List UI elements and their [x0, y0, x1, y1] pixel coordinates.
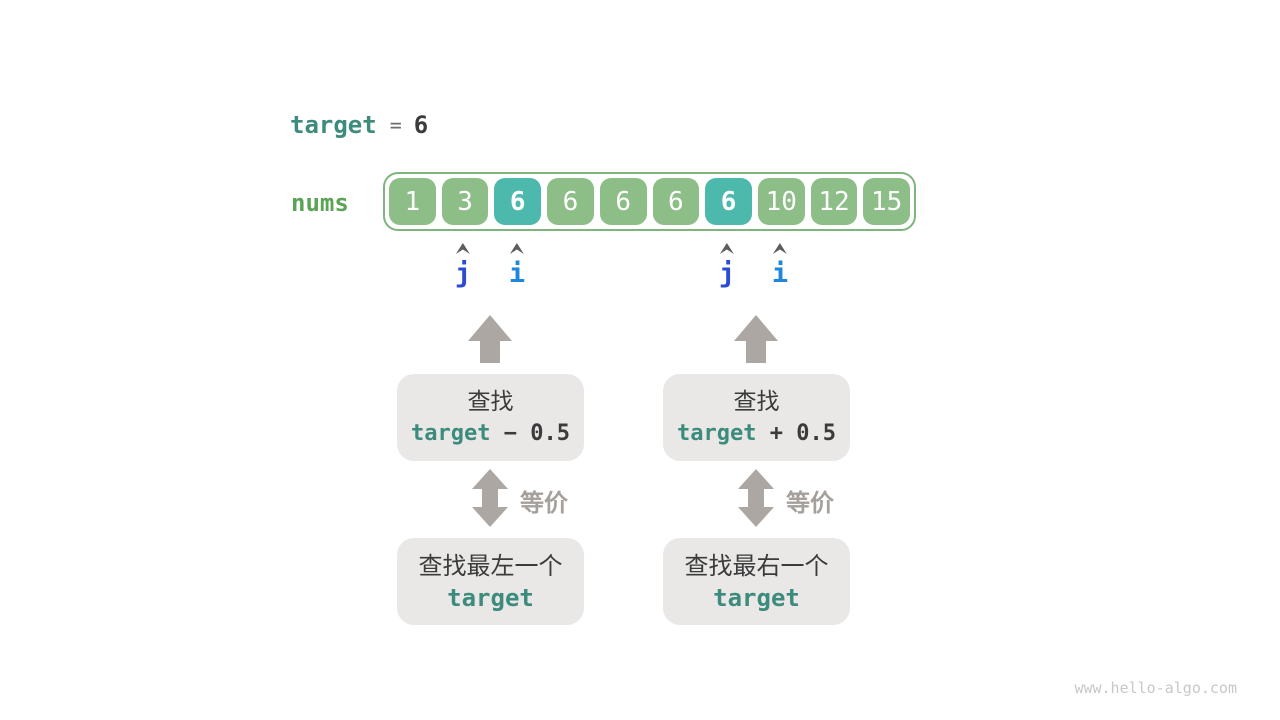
double-arrow-icon — [738, 469, 774, 527]
result-code: target — [713, 585, 800, 611]
search-expression: target + 0.5 — [677, 421, 836, 447]
array-cell: 6 — [705, 178, 752, 225]
watermark: www.hello-algo.com — [1074, 679, 1237, 697]
array-cell: 6 — [547, 178, 594, 225]
pointer-label-i: i — [508, 258, 526, 289]
pointer-i-left: i — [509, 243, 525, 289]
array-cell: 6 — [494, 178, 542, 225]
search-text: 查找 — [733, 388, 780, 415]
array-cell: 12 — [810, 178, 858, 225]
pointer-j-left: j — [455, 243, 471, 289]
equivalence-label-right: 等价 — [786, 489, 834, 517]
target-keyword: target — [411, 420, 491, 446]
target-keyword: target — [290, 111, 377, 139]
up-arrow-icon — [468, 315, 512, 363]
pointer-label-i: i — [771, 258, 789, 289]
array-cell: 15 — [863, 178, 911, 225]
target-declaration: target = 6 — [290, 110, 428, 140]
caret-up-icon — [772, 243, 787, 254]
pointer-j-right: j — [719, 243, 735, 289]
caret-up-icon — [455, 243, 470, 254]
double-arrow-icon — [472, 469, 508, 527]
target-keyword: target — [713, 583, 800, 612]
result-text: 查找最左一个 — [418, 551, 563, 580]
target-keyword: target — [677, 420, 757, 446]
array-cell: 1 — [389, 178, 436, 225]
result-code: target — [447, 585, 534, 611]
equivalence-label-left: 等价 — [520, 489, 568, 517]
pointer-label-j: j — [454, 258, 472, 289]
result-box-right: 查找最右一个 target — [663, 538, 850, 625]
search-box-left: 查找 target − 0.5 — [397, 374, 584, 461]
target-value: 6 — [413, 111, 429, 139]
array-cell: 6 — [599, 178, 647, 225]
pointer-label-j: j — [718, 258, 736, 289]
nums-label: nums — [291, 189, 349, 217]
search-box-right: 查找 target + 0.5 — [663, 374, 850, 461]
array-cell: 10 — [757, 178, 805, 225]
pointer-i-right: i — [772, 243, 788, 289]
array-cell: 6 — [652, 178, 700, 225]
result-text: 查找最右一个 — [684, 551, 829, 580]
search-expression: target − 0.5 — [411, 421, 570, 447]
expression-rest: − 0.5 — [490, 420, 570, 446]
expression-rest: + 0.5 — [756, 420, 836, 446]
equals-sign: = — [389, 113, 402, 137]
caret-up-icon — [719, 243, 734, 254]
array-cell: 3 — [441, 178, 489, 225]
target-keyword: target — [447, 583, 534, 612]
nums-array: 1 3 6 6 6 6 6 10 12 15 — [383, 172, 916, 231]
search-text: 查找 — [467, 388, 514, 415]
result-box-left: 查找最左一个 target — [397, 538, 584, 625]
caret-up-icon — [509, 243, 524, 254]
up-arrow-icon — [734, 315, 778, 363]
